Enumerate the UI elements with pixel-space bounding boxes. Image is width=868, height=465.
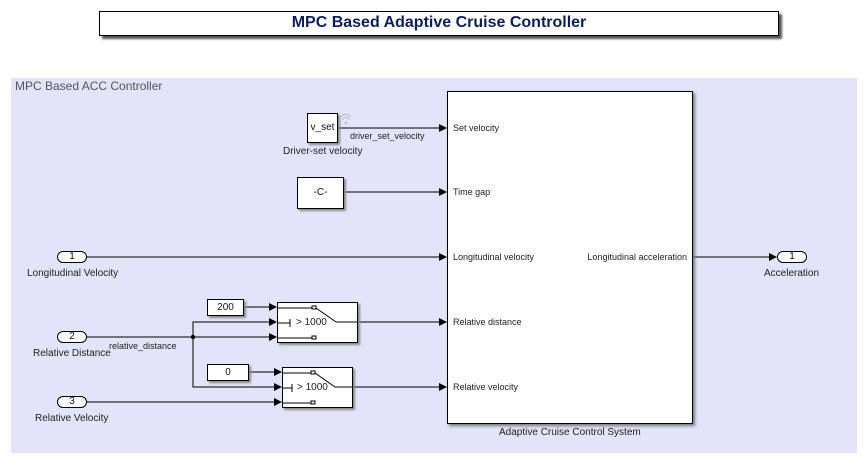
block-constant-0[interactable]: 0 <box>207 364 249 381</box>
block-switch-1[interactable]: > 1000 <box>277 302 358 343</box>
block-label-driver-set-velocity: Driver-set velocity <box>283 146 363 157</box>
block-v-set[interactable]: v_set <box>307 113 338 143</box>
switch-threshold: > 1000 <box>296 317 327 328</box>
subsystem-input-relative-distance: Relative distance <box>453 317 522 327</box>
subsystem-input-set-velocity: Set velocity <box>453 123 500 133</box>
block-constant-time-gap[interactable]: -C- <box>297 177 344 209</box>
line-branch-switch2-ctrl <box>192 337 282 391</box>
branch-point <box>190 334 196 340</box>
line-branch-switch1-ctrl <box>192 318 277 337</box>
signal-label-driver-set-velocity: driver_set_velocity <box>350 131 425 141</box>
subsystem-input-time-gap: Time gap <box>453 187 491 197</box>
subsystem-input-longitudinal-velocity: Longitudinal velocity <box>453 252 535 262</box>
area-label: MPC Based ACC Controller <box>15 79 163 93</box>
block-switch-2[interactable]: > 1000 <box>282 367 353 408</box>
subsystem-input-relative-velocity: Relative velocity <box>453 382 519 392</box>
area-mpc-acc-controller[interactable]: MPC Based ACC Controller <box>11 78 857 453</box>
inport-1-label: Longitudinal Velocity <box>27 268 119 279</box>
subsystem-name: Adaptive Cruise Control System <box>499 427 641 438</box>
signal-label-relative-distance: relative_distance <box>109 341 177 351</box>
subsystem-adaptive-cruise-control[interactable]: Set velocity Time gap Longitudinal veloc… <box>447 91 693 424</box>
inport-3[interactable]: 3 <box>57 396 87 408</box>
inport-3-label: Relative Velocity <box>35 413 109 424</box>
diagram-title: MPC Based Adaptive Cruise Controller <box>291 14 587 31</box>
inport-2[interactable]: 2 <box>57 331 87 343</box>
switch-icon <box>278 305 358 340</box>
inport-1[interactable]: 1 <box>57 251 87 263</box>
inport-2-label: Relative Distance <box>33 348 111 359</box>
switch-icon <box>283 370 353 405</box>
outport-1[interactable]: 1 <box>777 251 807 263</box>
subsystem-output-longitudinal-acceleration: Longitudinal acceleration <box>587 252 687 262</box>
block-constant-200[interactable]: 200 <box>207 299 244 316</box>
switch-threshold: > 1000 <box>297 382 328 393</box>
outport-1-label: Acceleration <box>764 268 820 279</box>
title-annotation: MPC Based Adaptive Cruise Controller <box>99 11 779 36</box>
